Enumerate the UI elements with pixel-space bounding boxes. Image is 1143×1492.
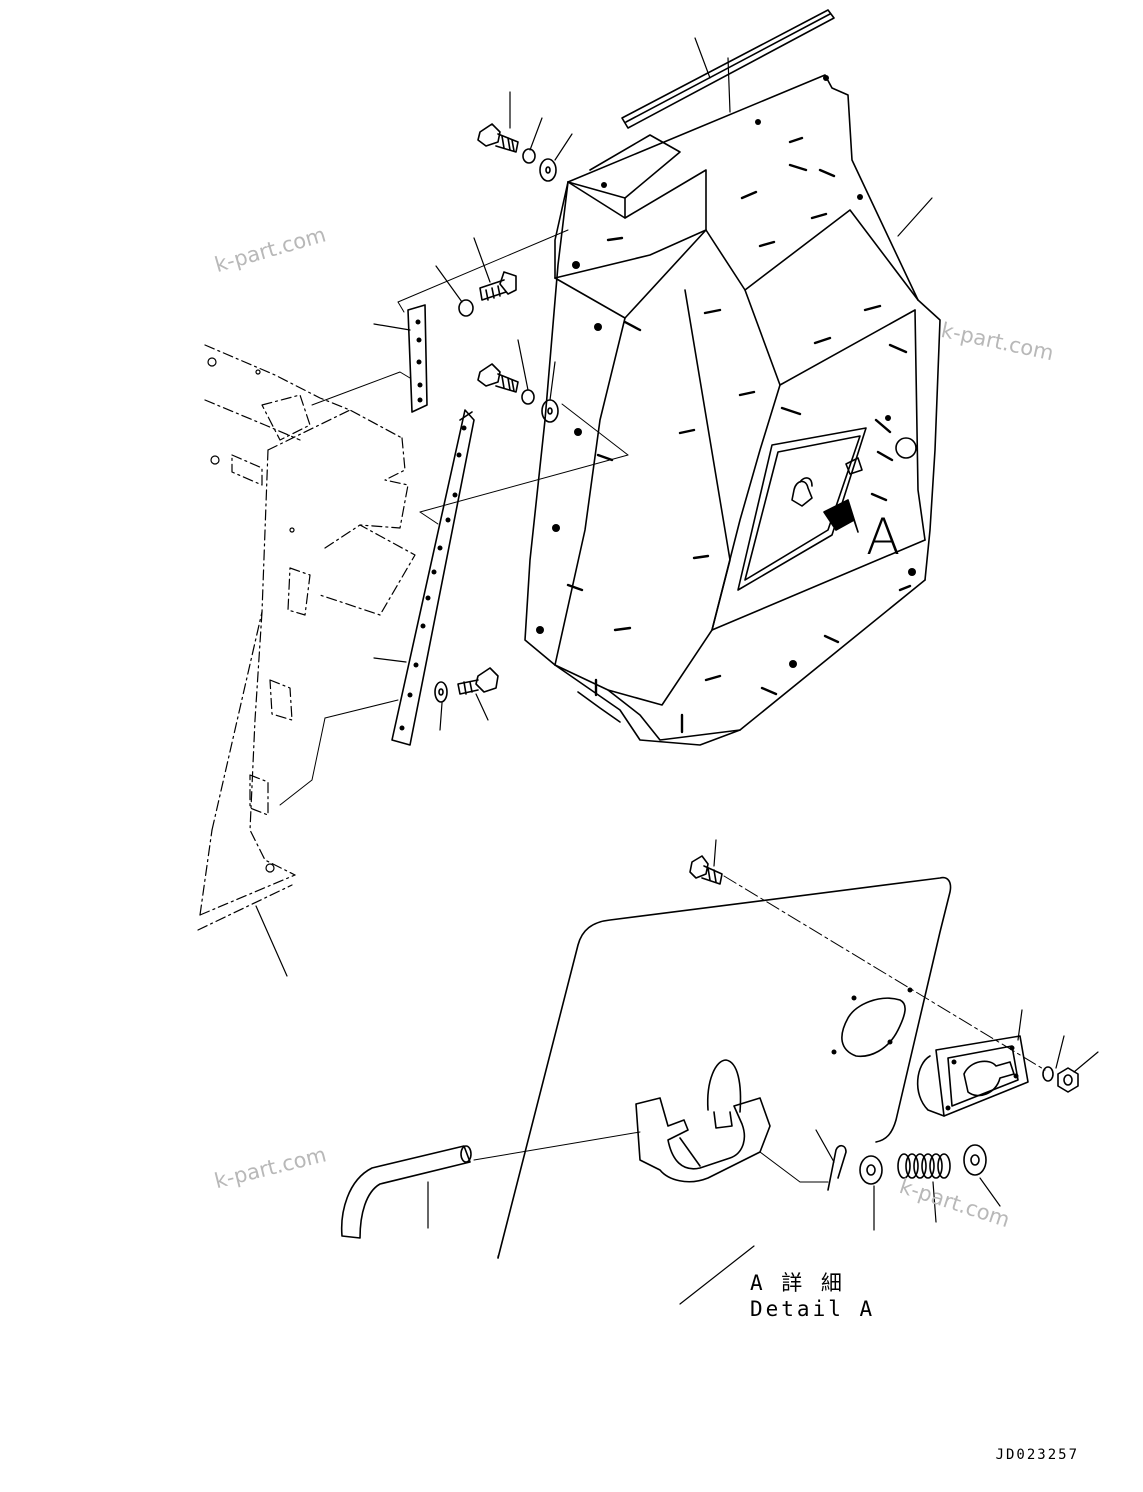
washer-strap xyxy=(542,400,558,422)
cab-frame-dashed xyxy=(198,345,415,930)
detail-caption: A 詳 細 Detail A xyxy=(750,1270,875,1322)
bolt-strap xyxy=(478,364,518,392)
bolt-lower xyxy=(458,668,498,694)
detail-pin-handle xyxy=(342,1146,471,1238)
washer-top xyxy=(540,159,556,181)
washer-lower xyxy=(435,682,447,702)
detail-pin-holder xyxy=(636,1060,770,1182)
lock-washer-top xyxy=(523,149,535,163)
assembly-lines xyxy=(724,876,1045,1070)
frame-holes xyxy=(208,358,294,872)
assembly-thin-lines xyxy=(280,230,828,1182)
detail-cotter-pin xyxy=(828,1146,846,1190)
detail-panel xyxy=(498,878,951,1258)
duct-cover xyxy=(525,75,940,745)
lock-washer-mid xyxy=(459,300,473,316)
detail-washer-2 xyxy=(964,1145,986,1175)
detail-spring xyxy=(898,1154,950,1178)
upper-strap xyxy=(408,305,427,412)
bolt-mid xyxy=(480,272,516,300)
lower-strap xyxy=(392,410,474,745)
detail-caption-en: Detail A xyxy=(750,1297,876,1321)
detail-hinge-plate xyxy=(831,987,913,1057)
detail-latch-bracket xyxy=(918,1036,1028,1116)
detail-marker-label: A xyxy=(866,508,901,566)
detail-caption-jp: A 詳 細 xyxy=(750,1271,845,1295)
detail-washer-1 xyxy=(860,1156,882,1184)
detail-nut xyxy=(1058,1068,1078,1092)
bolt-top xyxy=(478,124,518,152)
bolt-detail xyxy=(690,856,722,884)
detail-lock-washer xyxy=(1043,1067,1053,1081)
drawing-number: JD023257 xyxy=(995,1447,1079,1463)
leader-lines xyxy=(256,38,1098,1304)
lock-washer-strap xyxy=(522,390,534,404)
